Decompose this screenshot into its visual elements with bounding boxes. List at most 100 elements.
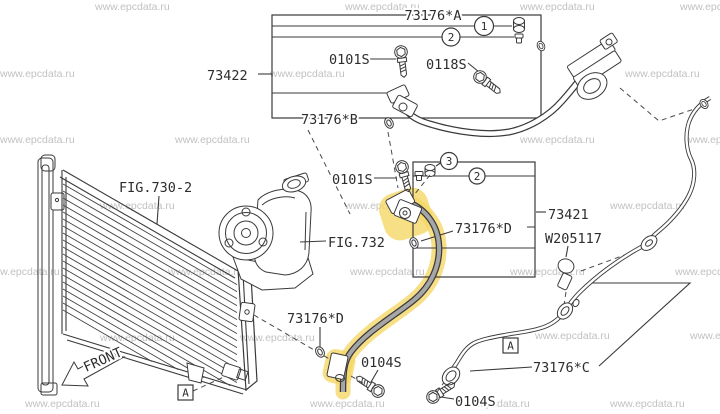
hose-end-fitting: [567, 32, 622, 100]
clamp-icon: [557, 258, 575, 291]
condenser-fin: [62, 239, 238, 341]
front-label: FRONT: [81, 345, 125, 376]
label-73176b: 73176*B: [301, 112, 358, 128]
svg-text:3: 3: [446, 155, 453, 168]
bolt-0101s-top: [393, 44, 411, 79]
condenser-fin: [62, 218, 238, 320]
condenser-fin: [62, 253, 238, 355]
watermark-text: www.epcdata.ru: [239, 332, 315, 344]
watermark-text: www.epcdata.ru: [309, 398, 385, 410]
watermark-text: www.epcdata.ru: [99, 200, 175, 212]
bolt-0118s: [470, 67, 505, 99]
compressor: [218, 172, 314, 291]
svg-text:2: 2: [448, 31, 455, 44]
o-ring-icon: [535, 39, 547, 53]
condenser-fin: [62, 281, 238, 383]
assembly-box-73421: [412, 161, 575, 291]
svg-text:2: 2: [474, 170, 481, 183]
pipe-73176c: [441, 96, 712, 386]
condenser-fin: [62, 295, 205, 379]
leader-73176c-left: [469, 366, 533, 372]
grommet-icon: [414, 171, 424, 181]
bolt-0104s-center: [352, 371, 388, 401]
watermark-text: www.epcdata.ru: [94, 1, 170, 13]
label-fig732: FIG.732: [328, 235, 385, 251]
cap-icon: [513, 17, 525, 33]
label-73176d-lower: 73176*D: [287, 311, 344, 327]
watermark-text: www.epcdata.ru: [624, 68, 700, 80]
pipe-union: [640, 235, 658, 251]
label-73422: 73422: [207, 68, 248, 84]
condenser-lower-fitting: [221, 362, 242, 381]
watermark-text: www.epcdata.ru: [344, 1, 420, 13]
pipe-fitting: [556, 302, 574, 320]
label-0118s: 0118S: [426, 57, 467, 73]
cap-icon: [424, 164, 436, 177]
watermark-text: www.epcdata.ru: [534, 330, 610, 342]
watermark-text: www.epcdata.ru: [674, 266, 720, 278]
leader-fig730: [156, 195, 160, 225]
grommet-icon: [514, 33, 524, 44]
leader-fig732: [299, 240, 327, 243]
label-73176d-box: 73176*D: [455, 221, 512, 237]
label-w205117: W205117: [545, 231, 602, 247]
callout-1: 1: [473, 15, 495, 37]
ref-box-a-left: A: [177, 384, 194, 401]
condenser-fin: [62, 260, 238, 362]
svg-text:A: A: [182, 387, 189, 400]
condenser-fin: [62, 225, 238, 327]
condenser-fin: [62, 267, 238, 369]
watermark-text: www.epcdata.ru: [0, 134, 75, 146]
condenser-fin: [62, 190, 238, 292]
label-0104s-center: 0104S: [361, 355, 402, 371]
watermark-text: www.epcdata.ru: [0, 266, 60, 278]
watermark-text: www.epcdata.ru: [349, 266, 425, 278]
condenser-fins: [62, 183, 238, 387]
front-arrow: FRONT: [61, 343, 127, 387]
callout-3: 3: [439, 151, 459, 171]
compressor-pulley: [218, 205, 274, 261]
label-0101s-mid: 0101S: [332, 172, 373, 188]
condenser-fitting-block: [238, 301, 256, 323]
o-ring-icon: [313, 344, 327, 360]
leader-73176c-right: [592, 282, 692, 367]
connection-dashes: [192, 87, 701, 393]
condenser-fin: [62, 246, 238, 348]
leader-0104s-right: [440, 396, 455, 400]
label-0101s-top: 0101S: [329, 52, 370, 68]
watermark-text: www.epcdata.ru: [269, 68, 345, 80]
condenser-foot: [186, 362, 205, 384]
hose-73176d: [326, 188, 443, 393]
callout-2: 2: [441, 27, 461, 47]
assembly-box-73422: [258, 14, 542, 119]
condenser-fin: [62, 232, 238, 334]
condenser-fin: [62, 204, 238, 306]
watermark-text: www.epcdata.ru: [519, 134, 595, 146]
watermark-text: www.epcdata.ru: [454, 398, 530, 410]
watermark-text: www.epcdata.ru: [689, 330, 720, 342]
watermark-text: www.epcdata.ru: [519, 1, 595, 13]
condenser-fin: [62, 211, 238, 313]
watermark-text: www.epcdata.ru: [99, 332, 175, 344]
condenser-fin: [62, 302, 179, 370]
label-73421: 73421: [548, 207, 589, 223]
svg-text:1: 1: [481, 20, 488, 33]
callout-2b: 2: [468, 167, 486, 185]
watermark-text: www.epcdata.ru: [609, 200, 685, 212]
condenser-fin: [62, 309, 153, 362]
ref-box-a-right: A: [502, 337, 519, 354]
label-0104s-right: 0104S: [455, 394, 496, 410]
watermark-text: www.epcdata.ru: [174, 134, 250, 146]
watermark-text: www.epcdata.ru: [609, 398, 685, 410]
hose-lower-fitting: [326, 352, 349, 383]
watermark-text: www.epcdata.ru: [684, 134, 720, 146]
condenser-fin: [62, 183, 238, 285]
watermark-text: www.epcdata.ru: [24, 398, 100, 410]
svg-text:A: A: [507, 340, 514, 353]
label-73176c: 73176*C: [533, 360, 590, 376]
compressor-port: [281, 175, 307, 193]
bracket-top-clip: [40, 154, 56, 172]
leader-0104s-center: [370, 369, 379, 383]
